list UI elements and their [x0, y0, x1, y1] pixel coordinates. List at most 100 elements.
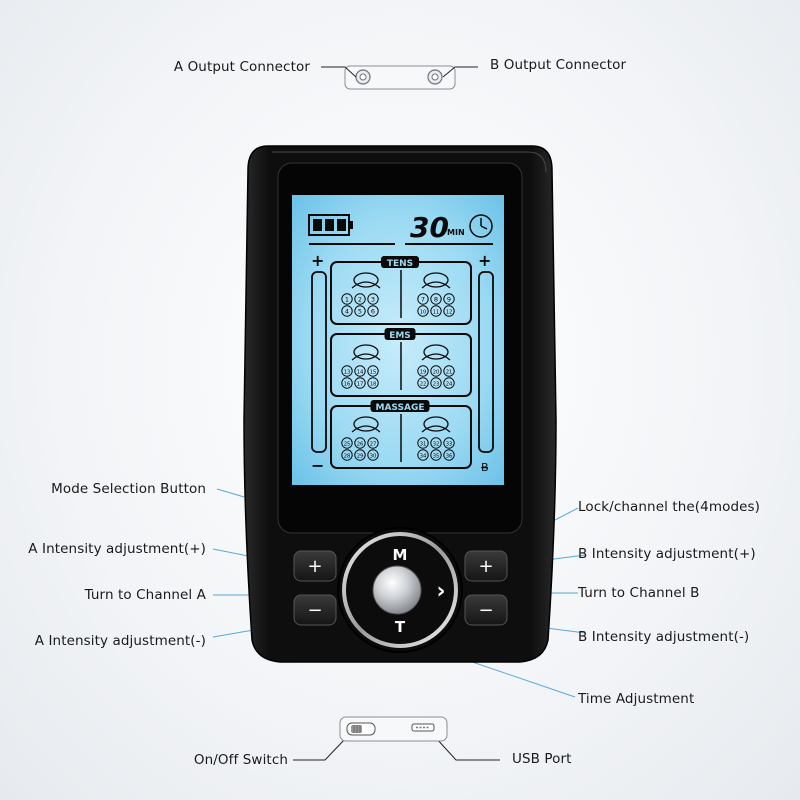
b-intensity-plus-label: B Intensity adjustment(+): [578, 546, 756, 562]
output-connector-bar: [344, 65, 456, 90]
program-number-circle: [367, 377, 379, 389]
center-knob[interactable]: [372, 565, 422, 615]
program-number-circle: [443, 305, 455, 317]
a-plus-button[interactable]: [293, 550, 337, 582]
mode-section-title: EMS: [389, 331, 411, 341]
program-number-circle: [367, 449, 379, 461]
lock-channel-button[interactable]: ›: [436, 579, 445, 604]
timer-unit: MIN: [447, 228, 465, 237]
program-number: 24: [446, 382, 453, 388]
program-number-circle: [430, 293, 442, 305]
program-number: 9: [447, 296, 451, 304]
program-number-circle: [430, 365, 442, 377]
program-number-circle: [443, 293, 455, 305]
program-number: 25: [344, 442, 351, 448]
on-off-switch[interactable]: [346, 722, 376, 736]
control-pad: + − + − M T ›: [293, 527, 508, 653]
channel-a-intensity-bar: [311, 271, 327, 453]
mode-section-title: TENS: [387, 259, 413, 269]
mode-selection-button-label: Mode Selection Button: [51, 481, 206, 497]
program-number: 15: [370, 370, 377, 376]
channel-b-intensity-bar: [478, 271, 494, 453]
program-number: 20: [433, 370, 440, 376]
program-number-circle: [417, 305, 429, 317]
program-number-circle: [354, 449, 366, 461]
program-number: 21: [446, 370, 453, 376]
a-minus-button-label: −: [307, 600, 322, 621]
program-number-circle: [341, 377, 353, 389]
timer-value: 30: [410, 211, 449, 244]
program-number: 19: [420, 370, 427, 376]
program-number-circle: [341, 293, 353, 305]
time-button[interactable]: T: [395, 618, 406, 636]
a-plus-button-label: +: [307, 556, 322, 577]
program-number-circle: [354, 437, 366, 449]
program-number: 35: [433, 454, 440, 460]
program-number: 2: [358, 296, 362, 304]
program-number: 13: [344, 370, 351, 376]
program-number: 1: [345, 296, 349, 304]
program-number-circle: [341, 305, 353, 317]
program-number: 29: [357, 454, 364, 460]
program-number-circle: [417, 293, 429, 305]
program-number: 5: [358, 308, 362, 316]
program-number-circle: [417, 449, 429, 461]
program-number: 7: [421, 296, 425, 304]
a-intensity-plus-label: A Intensity adjustment(+): [28, 541, 206, 557]
b-intensity-minus-label: B Intensity adjustment(-): [578, 629, 750, 645]
b-minus-button[interactable]: [464, 594, 508, 626]
a-intensity-minus-label: A Intensity adjustment(-): [34, 633, 206, 649]
program-number: 16: [344, 382, 351, 388]
program-number-circle: [354, 377, 366, 389]
time-adjustment-label: Time Adjustment: [578, 691, 695, 707]
program-number-circle: [367, 365, 379, 377]
program-number-circle: [417, 377, 429, 389]
program-number-circle: [354, 293, 366, 305]
program-number-circle: [341, 449, 353, 461]
mode-button[interactable]: M: [393, 546, 408, 564]
program-number: 10: [420, 310, 427, 316]
program-number-circle: [367, 293, 379, 305]
program-number: 3: [371, 296, 375, 304]
program-number: 11: [433, 310, 440, 316]
program-number: 31: [420, 442, 427, 448]
program-number-circle: [341, 365, 353, 377]
mode-section-title: MASSAGE: [376, 403, 425, 413]
program-number-circle: [417, 437, 429, 449]
program-number: 4: [345, 308, 349, 316]
program-number: 28: [344, 454, 351, 460]
program-number: 23: [433, 382, 440, 388]
program-number: 6: [371, 308, 375, 316]
a-minus-button[interactable]: [293, 594, 337, 626]
program-number: 14: [357, 370, 364, 376]
mode-section-title-bg: [384, 328, 416, 340]
lock-channel-label: Lock/channel the(4modes): [578, 499, 761, 515]
program-number: 33: [446, 442, 453, 448]
program-number: 8: [434, 296, 438, 304]
channel-a-plus-label: +: [311, 251, 324, 270]
battery-icon: [308, 214, 353, 236]
program-number-circle: [354, 365, 366, 377]
channel-a-minus-label: −: [311, 456, 324, 475]
channel-b-letter: B: [481, 461, 489, 474]
channel-b-minus-label: −: [480, 461, 489, 474]
usb-port[interactable]: [411, 723, 435, 732]
usb-port-label: USB Port: [512, 751, 572, 767]
mode-pictogram-icon: [351, 416, 451, 433]
mode-section-title-bg: [370, 400, 430, 412]
bottom-port-bar: [339, 716, 448, 742]
navigation-ring[interactable]: [342, 532, 458, 648]
mode-section-title-bg: [381, 256, 419, 268]
b-plus-button-label: +: [478, 556, 493, 577]
program-number-circle: [341, 437, 353, 449]
program-number-circle: [443, 377, 455, 389]
program-number-circle: [430, 437, 442, 449]
b-plus-button[interactable]: [464, 550, 508, 582]
mode-pictogram-icon: [351, 344, 451, 361]
on-off-switch-label: On/Off Switch: [193, 752, 288, 768]
